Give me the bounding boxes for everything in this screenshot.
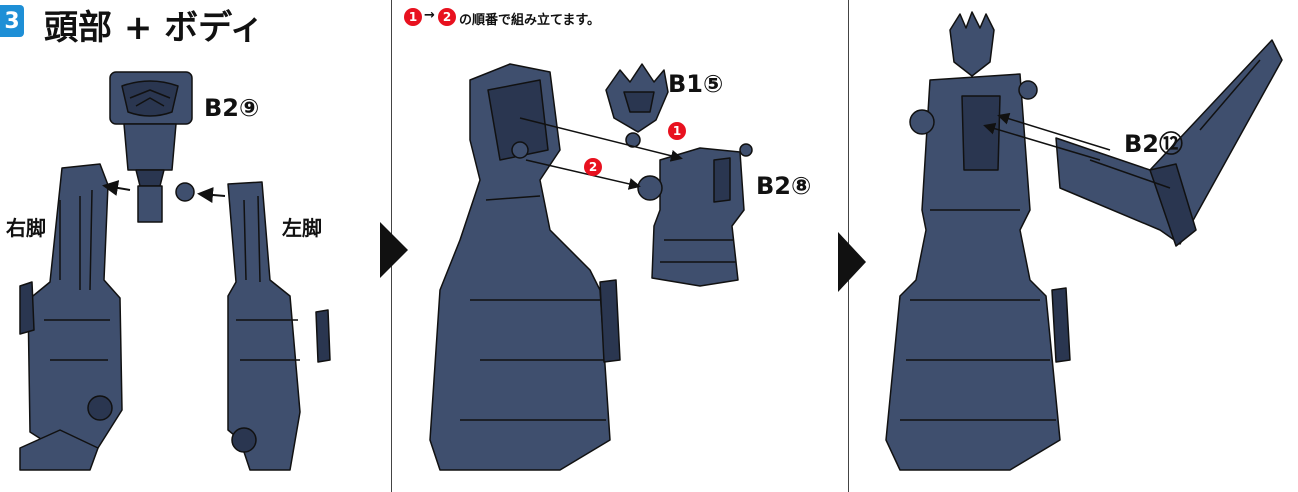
next-step-arrow-2	[838, 232, 866, 292]
order-arrow: →	[424, 8, 435, 23]
order-badge-2: 2	[438, 8, 456, 26]
panel1-head-label: B2⑨	[204, 94, 260, 122]
panel1-right-leg	[19, 163, 123, 471]
step-title: 頭部 + ボディ	[44, 8, 264, 48]
panel1-arrow-right	[102, 180, 131, 196]
panel1-left-leg	[227, 181, 331, 471]
panel3-weapon-label: B2⑫	[1124, 130, 1183, 158]
panel3-assembled-robot	[885, 11, 1071, 471]
panel2-body-part	[637, 143, 753, 287]
panel2-step-badge-1: 1	[668, 122, 686, 140]
step-number-badge: 3	[0, 5, 24, 37]
panel2-arrow-1	[519, 117, 683, 162]
order-badge-1: 1	[404, 8, 422, 26]
panel3-arrow-1	[983, 122, 1101, 161]
panel1-arrow-left	[197, 187, 226, 203]
panel1-left-leg-label: 左脚	[282, 216, 322, 240]
panel2-lower-body	[429, 63, 621, 471]
panel2-step-badge-2: 2	[584, 158, 602, 176]
panel2-arrow-2	[525, 159, 641, 190]
next-step-arrow-1	[380, 222, 408, 278]
instruction-text: の順番で組み立てます。	[459, 13, 601, 28]
panel1-waist-ball	[175, 182, 195, 202]
panel2-head-part	[605, 63, 669, 148]
panel1-head-part	[109, 71, 193, 223]
panel1-right-leg-label: 右脚	[6, 216, 46, 240]
panel2-body-label: B2⑧	[756, 172, 812, 200]
panel3-arrow-2	[997, 112, 1111, 151]
panel2-head-label: B1⑤	[668, 70, 724, 98]
panel3-weapon-part	[1055, 39, 1283, 247]
